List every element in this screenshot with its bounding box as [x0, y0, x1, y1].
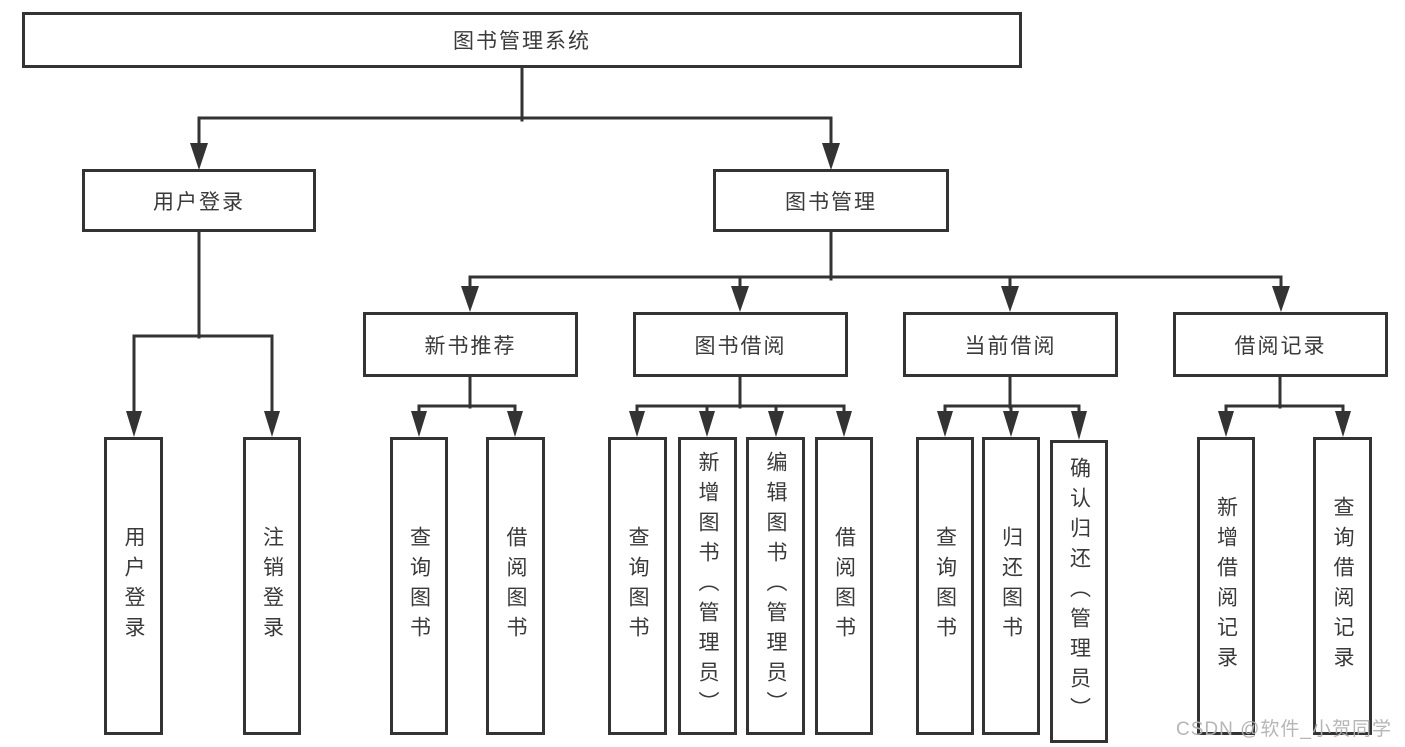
leaf-user-login: 用户登录 [104, 437, 163, 735]
node-label: 图书管理 [785, 190, 877, 214]
node-label: 注销登录 [260, 526, 284, 646]
node-label: 编辑图书（管理员） [764, 451, 787, 721]
node-label: 新增图书（管理员） [696, 451, 719, 721]
node-label: 借阅图书 [504, 526, 527, 646]
leaf-borrow-books-borrowing: 借阅图书 [815, 437, 873, 735]
node-book-borrowing: 图书借阅 [633, 312, 848, 377]
node-label: 用户登录 [153, 190, 245, 214]
node-label: 新书推荐 [424, 334, 517, 358]
leaf-logout: 注销登录 [243, 437, 301, 735]
node-borrowing-records: 借阅记录 [1173, 312, 1388, 377]
node-user-login: 用户登录 [82, 169, 316, 232]
node-label: 用户登录 [122, 526, 145, 646]
leaf-query-books-recommend: 查询图书 [390, 437, 448, 735]
leaf-add-book-admin: 新增图书（管理员） [678, 437, 737, 735]
node-label: 借阅图书 [832, 526, 856, 646]
node-label: 当前借阅 [964, 334, 1057, 358]
leaf-edit-book-admin: 编辑图书（管理员） [746, 437, 805, 735]
leaf-return-books: 归还图书 [982, 437, 1040, 735]
node-book-management: 图书管理 [713, 169, 949, 232]
leaf-borrow-books-recommend: 借阅图书 [486, 437, 545, 735]
node-library-management-system: 图书管理系统 [22, 12, 1022, 68]
node-label: 新增借阅记录 [1214, 496, 1238, 676]
leaf-query-borrow-record: 查询借阅记录 [1313, 437, 1372, 735]
node-label: 归还图书 [999, 526, 1023, 646]
node-label: 查询图书 [407, 526, 431, 646]
csdn-watermark: CSDN @软件_小贺同学 [1176, 719, 1392, 740]
node-label: 借阅记录 [1234, 334, 1327, 358]
leaf-query-books-borrowing: 查询图书 [608, 437, 667, 735]
node-label: 确认归还（管理员） [1067, 456, 1091, 727]
leaf-confirm-return-admin: 确认归还（管理员） [1050, 440, 1108, 743]
node-label: 查询图书 [933, 526, 957, 646]
leaf-query-books-current: 查询图书 [916, 437, 974, 735]
node-label: 图书借阅 [694, 334, 787, 358]
node-new-book-recommendation: 新书推荐 [363, 312, 578, 377]
node-current-borrowing: 当前借阅 [903, 312, 1118, 377]
node-label: 查询借阅记录 [1331, 496, 1354, 676]
node-label: 查询图书 [626, 526, 649, 646]
leaf-add-borrow-record: 新增借阅记录 [1197, 437, 1255, 735]
node-label: 图书管理系统 [453, 30, 591, 53]
